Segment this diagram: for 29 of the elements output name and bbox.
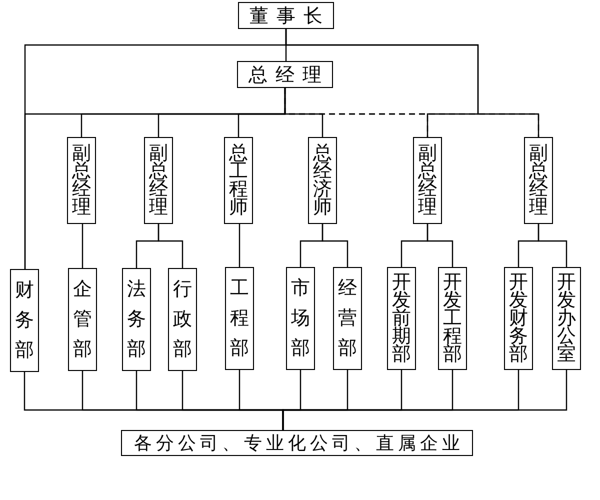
subsidiaries-box: 各分公司、专业化公司、直属企业 [121,430,473,456]
department-box: 法务部 [122,268,151,371]
connector-line [322,224,348,267]
connector-line [285,29,540,137]
position-box: 总经济师 [308,137,337,224]
department-box: 企管部 [68,268,97,371]
connector-line [538,224,568,267]
position-box: 副总经理 [144,137,173,224]
department-box: 行政部 [168,268,197,371]
department-box: 工程部 [225,267,254,370]
position-box: 副总经理 [67,137,96,224]
department-box: 开发工程部 [438,267,467,370]
connector-line [158,224,184,268]
connector-line [282,370,568,430]
position-box: 副总经理 [413,137,442,224]
department-box: 开发财务部 [504,267,533,370]
connector-line [426,224,454,267]
connector-line [284,88,540,137]
position-box: 总工程师 [224,137,253,224]
department-box: 开发办公室 [552,267,581,370]
position-box: 副总经理 [524,137,553,224]
executive-box: 董事长 [238,2,334,29]
connector-line [238,224,240,267]
connector-line [82,224,84,268]
department-box: 经营部 [333,267,362,370]
department-box: 市场部 [286,267,315,370]
department-box: 财务部 [10,269,39,372]
executive-box: 总经理 [237,61,333,88]
department-box: 开发前期部 [387,267,416,370]
